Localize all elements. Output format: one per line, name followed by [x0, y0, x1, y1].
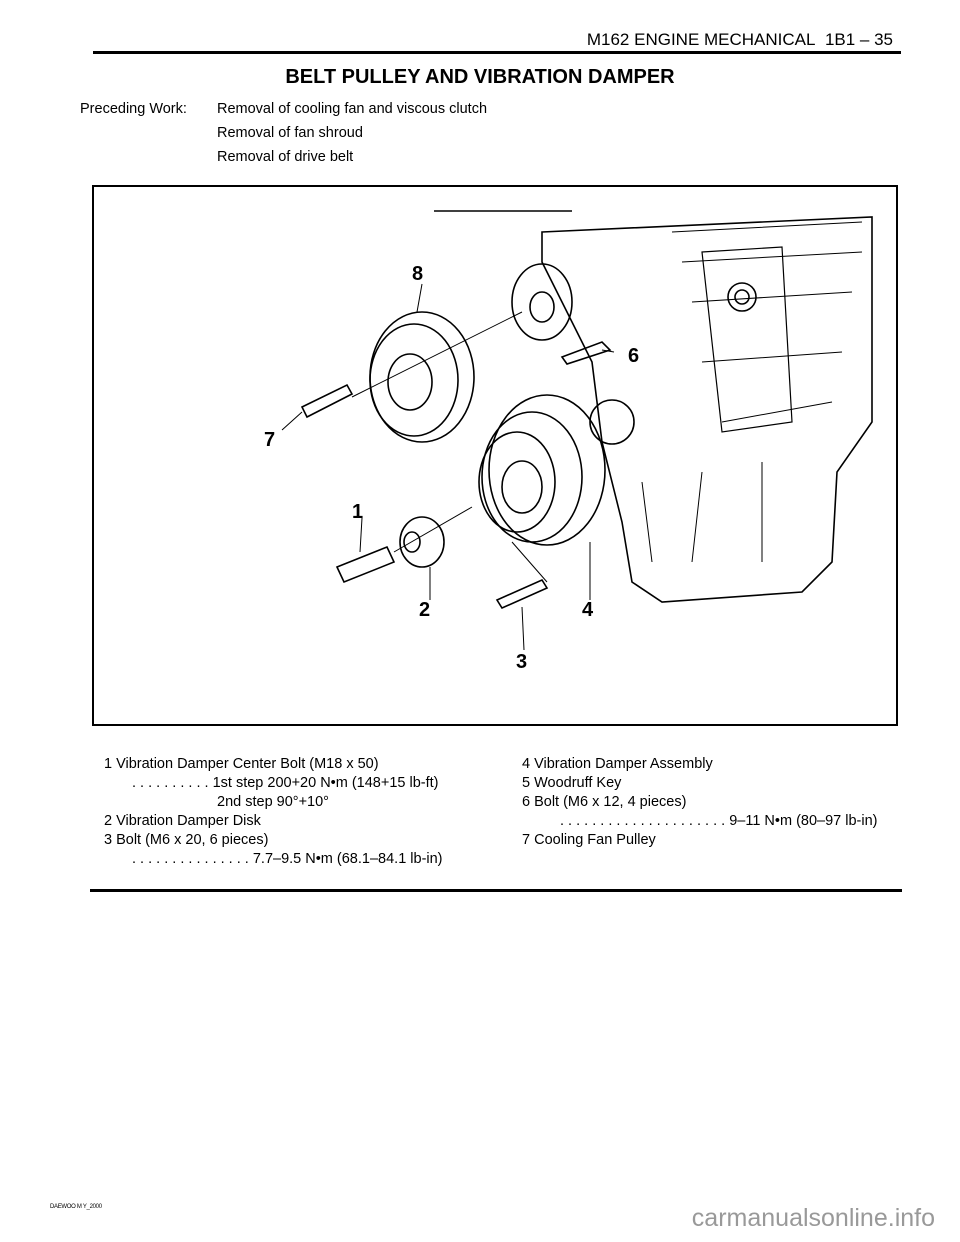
legend-item: 7 Cooling Fan Pulley [522, 832, 656, 848]
preceding-work-item: Removal of fan shroud [217, 125, 363, 141]
legend-item: 4 Vibration Damper Assembly [522, 756, 713, 772]
exploded-diagram: 8 6 7 1 2 4 3 [92, 185, 898, 726]
legend-spec: . . . . . . . . . . . . . . . . . . . . … [560, 813, 878, 829]
callout-1: 1 [352, 501, 363, 523]
legend-right: 4 Vibration Damper Assembly 5 Woodruff K… [522, 755, 877, 850]
page-number: 1B1 – 35 [824, 30, 893, 49]
legend-spec: 2nd step 90°+10° [217, 794, 329, 810]
header-rule [93, 51, 901, 54]
callout-6: 6 [628, 345, 639, 367]
footer-rule [90, 889, 902, 892]
legend-left: 1 Vibration Damper Center Bolt (M18 x 50… [104, 755, 443, 869]
section-title: M162 ENGINE MECHANICAL [586, 30, 816, 49]
legend-item: 2 Vibration Damper Disk [104, 813, 261, 829]
legend-item: 3 Bolt (M6 x 20, 6 pieces) [104, 832, 269, 848]
preceding-work-label: Preceding Work: [80, 101, 187, 117]
callout-2: 2 [419, 599, 430, 621]
page-title: BELT PULLEY AND VIBRATION DAMPER [285, 66, 675, 88]
legend-item: 1 Vibration Damper Center Bolt (M18 x 50… [104, 756, 379, 772]
preceding-work-item: Removal of cooling fan and viscous clutc… [217, 101, 488, 117]
legend-item: 6 Bolt (M6 x 12, 4 pieces) [522, 794, 687, 810]
callout-8: 8 [412, 263, 423, 285]
preceding-work-item: Removal of drive belt [217, 149, 354, 165]
callout-4: 4 [582, 599, 594, 621]
callout-7: 7 [264, 429, 275, 451]
watermark: carmanualsonline.info [691, 1204, 935, 1232]
page-header: M162 ENGINE MECHANICAL 1B1 – 35 [587, 30, 893, 50]
legend-item: 5 Woodruff Key [522, 775, 622, 791]
callout-3: 3 [516, 651, 527, 673]
footer-code: DAEWOO M Y_2000 [50, 1204, 102, 1210]
legend-spec: . . . . . . . . . . 1st step 200+20 N•m … [132, 775, 439, 791]
legend-spec: . . . . . . . . . . . . . . . 7.7–9.5 N•… [132, 851, 443, 867]
